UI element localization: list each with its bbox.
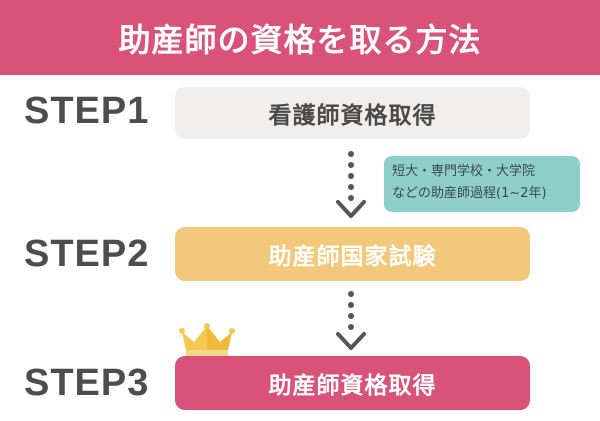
note-line-2: などの助産師過程(1~2年)	[392, 186, 547, 201]
step1-box: 看護師資格取得	[175, 87, 530, 139]
step1-label: STEP1	[24, 90, 150, 132]
page-title: 助産師の資格を取る方法	[118, 20, 482, 59]
dotted-down-arrow-icon	[336, 291, 366, 350]
step1-text: 看護師資格取得	[268, 103, 437, 129]
duration-note: 短大・専門学校・大学院 などの助産師過程(1~2年)	[384, 156, 580, 212]
crown-icon	[179, 323, 235, 356]
step3-box: 助産師資格取得	[175, 356, 530, 410]
dotted-down-arrow-icon	[336, 151, 366, 218]
step2-box: 助産師国家試験	[175, 227, 530, 281]
step2-label: STEP2	[24, 233, 150, 275]
step3-label: STEP3	[24, 362, 150, 404]
step2-text: 助産師国家試験	[268, 244, 437, 270]
step3-text: 助産師資格取得	[268, 373, 437, 399]
note-line-1: 短大・専門学校・大学院	[392, 164, 536, 179]
header-banner: 助産師の資格を取る方法	[0, 0, 600, 75]
